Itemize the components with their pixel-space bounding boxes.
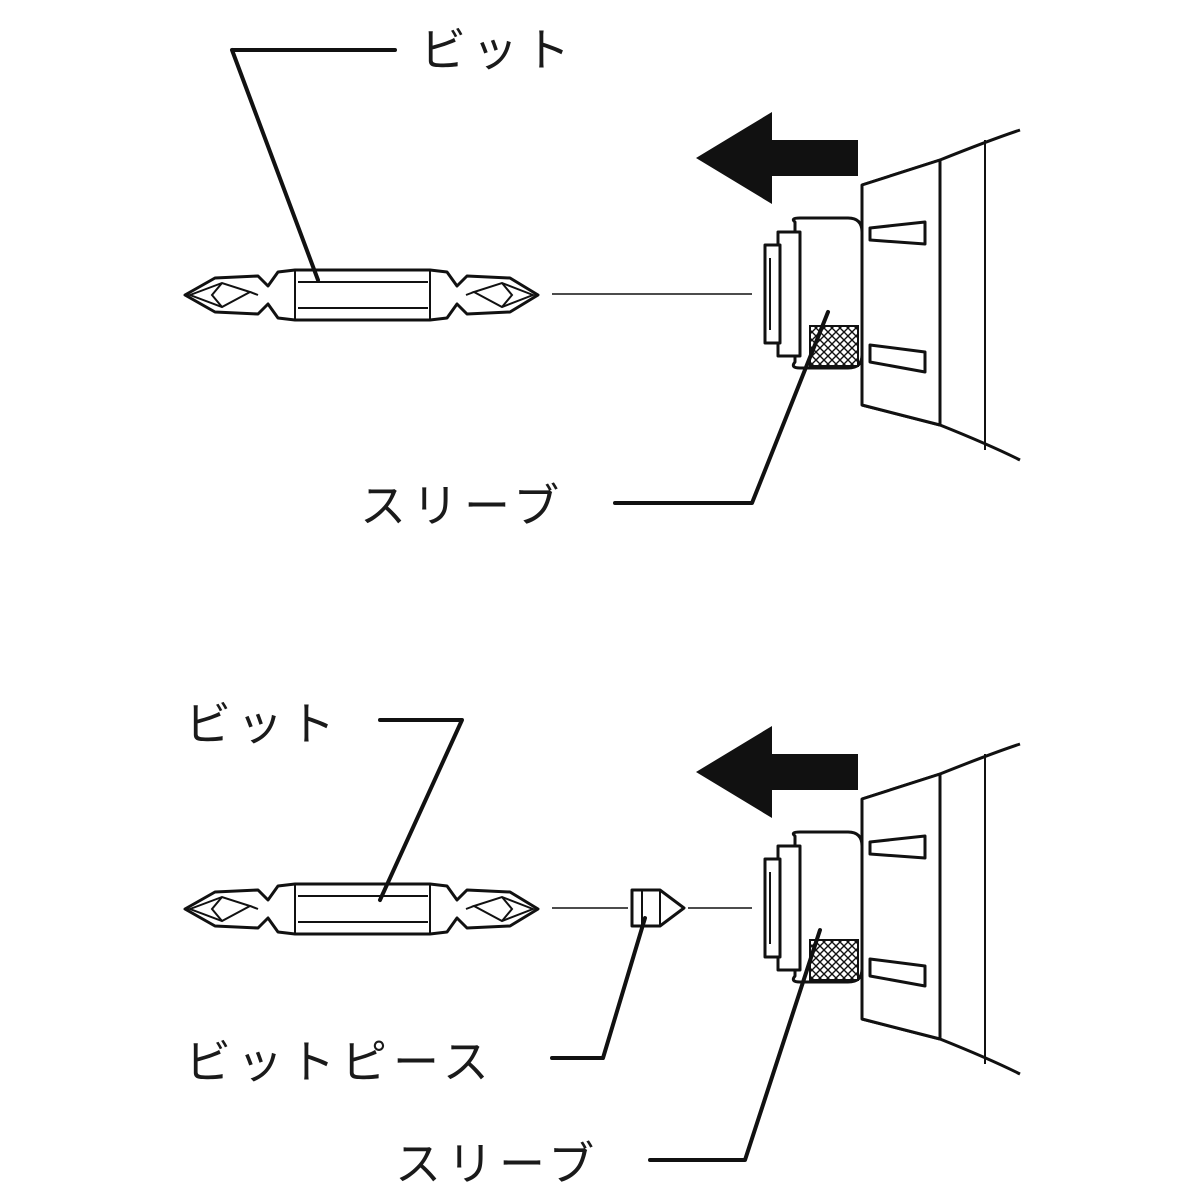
top-bit-label: ビット xyxy=(420,23,576,77)
top-illustration: ビット スリーブ xyxy=(183,23,1022,533)
bottom-sleeve-label: スリーブ xyxy=(395,1137,600,1191)
top-bit-leader xyxy=(230,48,397,282)
bottom-bit-icon xyxy=(183,882,540,936)
bottom-bit-leader xyxy=(378,718,464,902)
bottom-bit-piece-leader xyxy=(550,916,647,1060)
top-bit-icon xyxy=(183,268,540,322)
bottom-driver-icon xyxy=(694,724,1022,1076)
bottom-illustration: ビット ビットピース スリーブ xyxy=(183,697,1022,1191)
top-sleeve-leader xyxy=(613,310,830,505)
top-driver-icon xyxy=(694,110,1022,462)
bottom-sleeve-leader xyxy=(648,928,822,1162)
top-sleeve-label: スリーブ xyxy=(360,479,565,533)
bottom-bit-label: ビット xyxy=(185,697,341,751)
bit-piece-icon xyxy=(630,888,686,928)
bottom-bit-piece-label: ビットピース xyxy=(185,1035,495,1089)
